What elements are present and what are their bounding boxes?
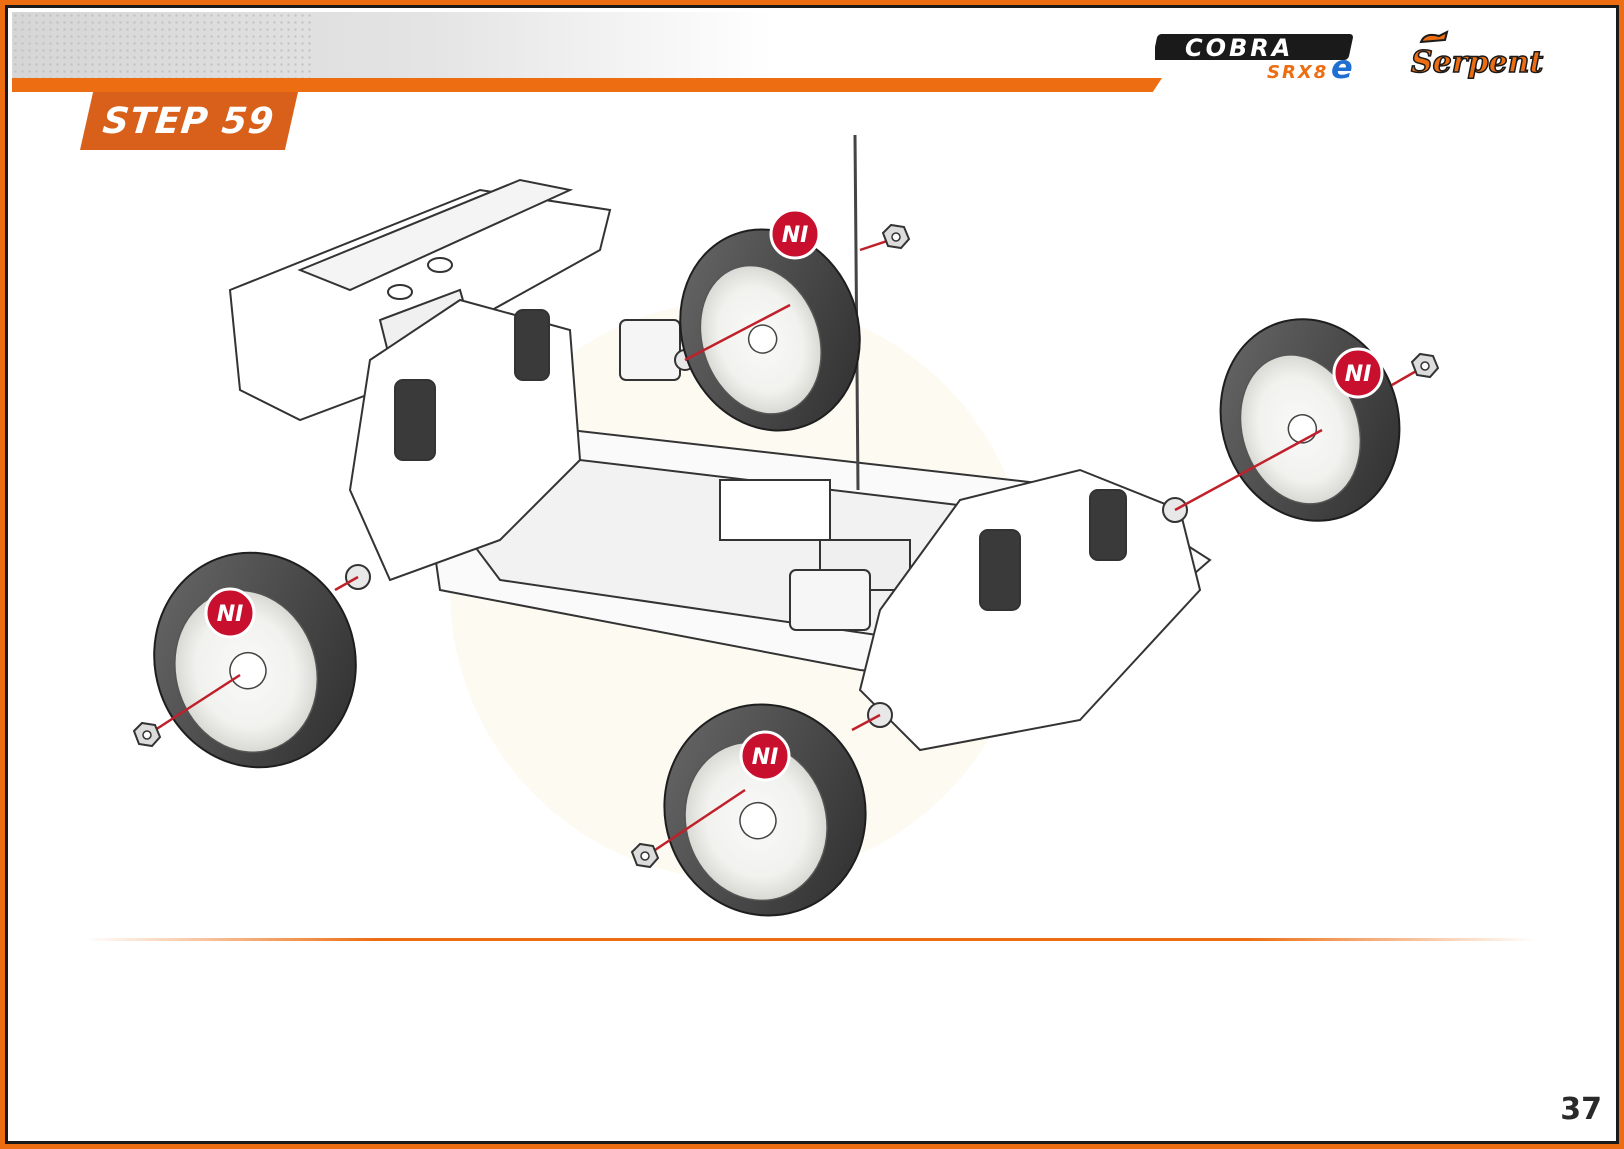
header-pattern: [12, 12, 312, 78]
rear-suspension: [348, 298, 681, 582]
ni-badge-label: NI: [752, 745, 779, 770]
ni-badge-label: NI: [1345, 362, 1372, 387]
footer-rule: [85, 938, 1535, 941]
ni-badge-label: NI: [782, 223, 809, 248]
wheel-icon: [679, 228, 861, 432]
axle-hubs: [345, 349, 1188, 728]
rear-wing: [228, 178, 612, 422]
ni-badge-icon: NI: [769, 208, 821, 260]
ni-badge-icon: NI: [739, 730, 791, 782]
wheel-icon: [1219, 318, 1401, 522]
serpent-logo: Serpent: [1405, 28, 1547, 84]
step-banner: STEP 59: [80, 92, 298, 150]
wheel-icon: [153, 551, 357, 769]
assembly-guides: [154, 238, 1419, 854]
header-rule: [12, 78, 1162, 92]
wheel-icon: [663, 703, 867, 917]
nut-icon: [881, 223, 911, 250]
page-number: 37: [1560, 1092, 1602, 1127]
ni-badge-label: NI: [217, 602, 244, 627]
model-logo-line1: COBRA: [1185, 34, 1293, 62]
ni-badge-icon: NI: [1332, 347, 1384, 399]
ni-badge-icon: NI: [204, 587, 256, 639]
nut-icon: [630, 842, 660, 869]
serpent-logo-text: Serpent: [1411, 45, 1543, 80]
front-suspension: [858, 468, 1202, 752]
model-logo: COBRA SRX8 e: [1155, 28, 1395, 84]
nut-icon: [132, 721, 162, 748]
assembly-illustration: NI NI NI NI: [132, 134, 1440, 917]
nut-icon: [1410, 352, 1440, 379]
model-logo-line2: SRX8: [1267, 62, 1328, 83]
model-logo-suffix: e: [1331, 48, 1353, 84]
